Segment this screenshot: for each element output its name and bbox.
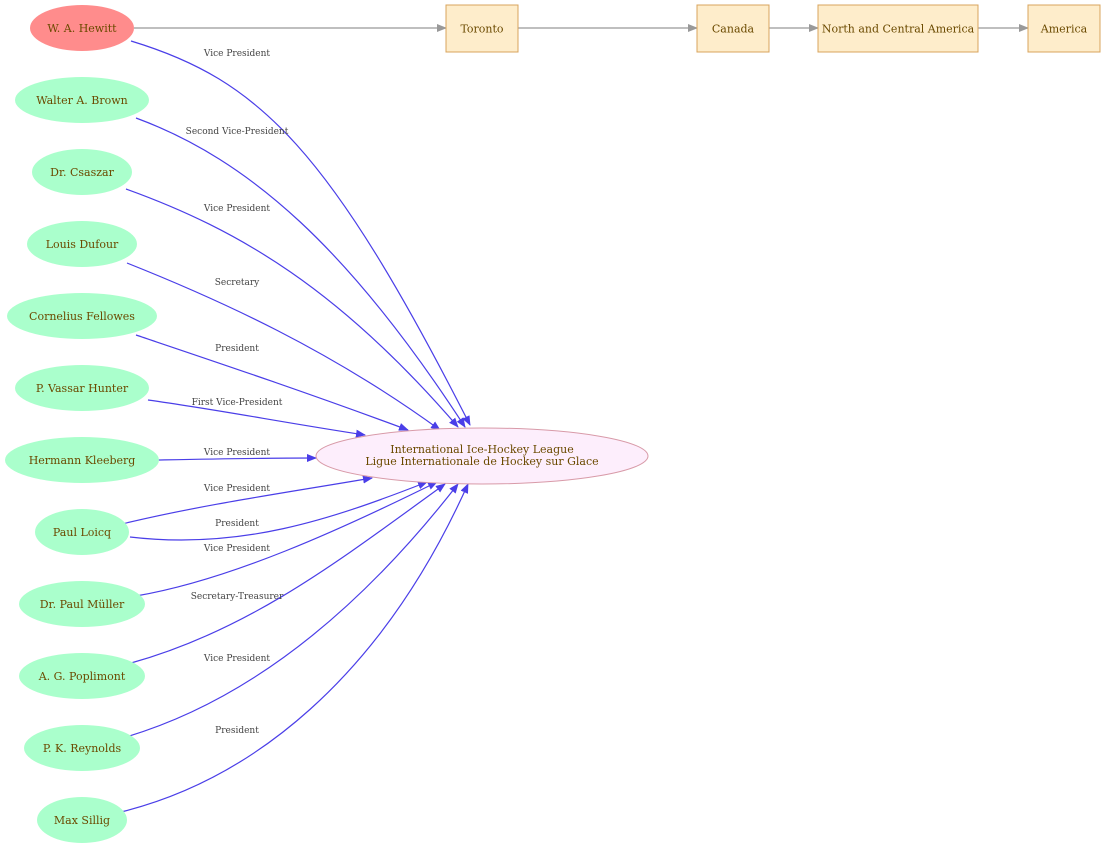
role-label-hermann-kleeberg: Vice President (203, 448, 271, 458)
role-label-a-g-poplimont: Secretary-Treasurer (191, 592, 284, 602)
person-ellipse (19, 581, 145, 627)
person-ellipse (15, 365, 149, 411)
person-ellipse (15, 77, 149, 123)
person-name: Dr. Csaszar (50, 166, 114, 179)
role-edge-walter-a-brown (135, 117, 466, 428)
person-ellipse (5, 437, 159, 483)
location-node-north-and-central-america[interactable]: North and Central America (817, 4, 979, 53)
person-name: P. K. Reynolds (43, 742, 122, 755)
person-name: Dr. Paul Müller (40, 598, 125, 611)
role-edge-dr-paul-muller (135, 481, 438, 597)
role-label-dr-csaszar: Vice President (203, 204, 271, 214)
person-node-p-vassar-hunter[interactable]: P. Vassar Hunter (15, 365, 149, 411)
role-edge-max-sillig (120, 483, 469, 813)
location-label: America (1040, 23, 1088, 36)
role-label-p-vassar-hunter: First Vice-President (192, 398, 283, 408)
person-ellipse (30, 5, 134, 51)
person-node-dr-paul-muller[interactable]: Dr. Paul Müller (19, 581, 145, 627)
location-box (817, 4, 979, 53)
person-name: Max Sillig (54, 814, 110, 827)
person-node-p-k-reynolds[interactable]: P. K. Reynolds (24, 725, 140, 771)
role-edge-dr-csaszar (125, 188, 459, 428)
location-label: Toronto (460, 23, 503, 36)
person-node-w-a-hewitt[interactable]: W. A. Hewitt (30, 5, 134, 51)
person-name: Cornelius Fellowes (29, 310, 135, 323)
person-node-dr-csaszar[interactable]: Dr. Csaszar (32, 149, 132, 195)
role-edge-p-k-reynolds (125, 483, 459, 738)
person-node-louis-dufour[interactable]: Louis Dufour (27, 221, 137, 267)
person-node-walter-a-brown[interactable]: Walter A. Brown (15, 77, 149, 123)
role-label-walter-a-brown: Second Vice-President (186, 127, 289, 137)
person-ellipse (7, 293, 157, 339)
person-name: Paul Loicq (53, 526, 111, 539)
location-node-toronto[interactable]: Toronto (445, 4, 519, 53)
person-node-paul-loicq[interactable]: Paul Loicq (35, 509, 129, 555)
person-node-cornelius-fellowes[interactable]: Cornelius Fellowes (7, 293, 157, 339)
person-name: P. Vassar Hunter (36, 382, 129, 395)
person-ellipse (19, 653, 145, 699)
role-label-louis-dufour: Secretary (215, 278, 260, 288)
role-label-w-a-hewitt: Vice President (203, 49, 271, 59)
person-node-hermann-kleeberg[interactable]: Hermann Kleeberg (5, 437, 159, 483)
role-label-max-sillig: President (215, 726, 259, 736)
person-name: Hermann Kleeberg (29, 454, 136, 467)
location-label: North and Central America (822, 23, 975, 36)
person-ellipse (37, 797, 127, 843)
person-ellipse (35, 509, 129, 555)
person-node-max-sillig[interactable]: Max Sillig (37, 797, 127, 843)
person-ellipse (32, 149, 132, 195)
person-name: A. G. Poplimont (38, 670, 126, 683)
location-node-canada[interactable]: Canada (696, 4, 770, 53)
organization-name-line2: Ligue Internationale de Hockey sur Glace (365, 455, 598, 468)
organization-name-line1: International Ice-Hockey League (390, 443, 573, 456)
location-box (445, 4, 519, 53)
person-ellipse (27, 221, 137, 267)
location-box (696, 4, 770, 53)
person-ellipse (24, 725, 140, 771)
location-node-america[interactable]: America (1027, 4, 1101, 53)
location-label: Canada (712, 23, 755, 36)
person-name: Louis Dufour (46, 238, 119, 251)
role-edge-hermann-kleeberg (156, 454, 317, 463)
role-label-dr-paul-muller: Vice President (203, 544, 271, 554)
role-edge-louis-dufour (126, 262, 441, 431)
person-name: Walter A. Brown (36, 94, 128, 107)
role-edge-cornelius-fellowes (135, 334, 409, 431)
role-label-paul-loicq: Vice President (203, 484, 271, 494)
role-edge-p-vassar-hunter (147, 399, 366, 438)
role-label-paul-loicq: President (215, 519, 259, 529)
role-edge-w-a-hewitt (130, 40, 471, 426)
organization-ellipse (315, 427, 649, 485)
role-edge-paul-loicq (129, 481, 428, 541)
role-edge-a-g-poplimont (130, 483, 446, 664)
role-label-cornelius-fellowes: President (215, 344, 259, 354)
person-node-a-g-poplimont[interactable]: A. G. Poplimont (19, 653, 145, 699)
location-box (1027, 4, 1101, 53)
person-name: W. A. Hewitt (47, 22, 117, 35)
role-label-p-k-reynolds: Vice President (203, 654, 271, 664)
role-edge-paul-loicq (121, 475, 373, 525)
